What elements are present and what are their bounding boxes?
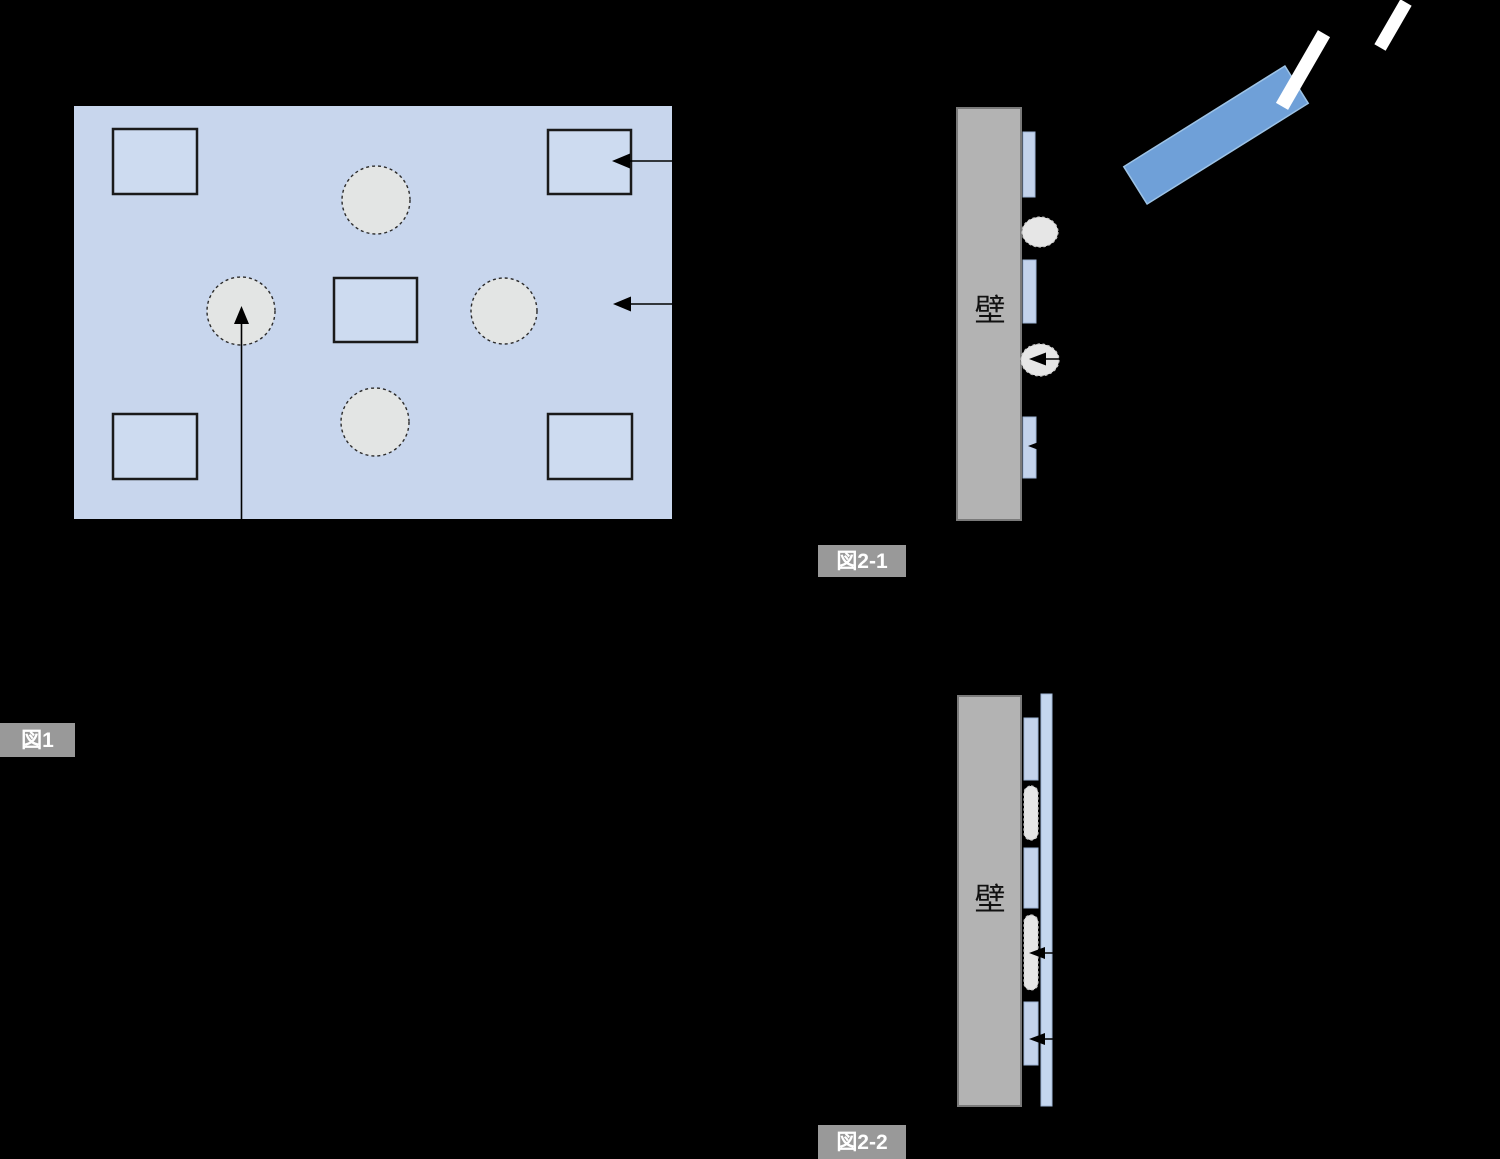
tool-blade-icon [1275,30,1331,110]
figure1-badge: 図1 [0,723,75,757]
adhesive-dab-3 [1023,785,1039,841]
dashed-circle-right [470,277,538,345]
adhesive-strip-6 [1023,1001,1039,1066]
figure2-2-badge: 図2-2 [818,1125,906,1159]
adhesive-strip-1 [1022,131,1036,198]
figure2-1-group: 壁 [956,0,1412,521]
adhesive-dab-1 [1021,216,1059,248]
dashed-circle-bottom [340,387,410,457]
adhesive-strip-5 [1023,847,1039,909]
wall-label-top: 壁 [975,293,1006,328]
figure2-2-arrow-dab [1029,947,1118,959]
square-bottom-right [546,412,634,481]
square-top-left [111,127,199,196]
figure2-2-arrow-strip [1029,1033,1118,1045]
figure2-1-badge: 図2-1 [818,545,906,577]
adhesive-strip-2 [1022,259,1037,324]
figure1-arrow-vertical [234,306,249,519]
figure2-1-arrow-strip [1028,440,1118,452]
figure1-group [74,106,750,519]
wall-top [956,107,1022,521]
tool-bar-icon [1122,64,1310,206]
figure2-2-group: 壁 [957,693,1118,1107]
figure1-arrow-middle-right [613,296,750,312]
figure2-1-arrow-dab [1029,352,1118,366]
wall-bottom [957,695,1022,1107]
square-center [332,276,419,344]
square-bottom-left [111,412,199,481]
figure1-arrow-top-right [612,153,750,169]
dashed-circle-top [341,165,411,235]
tool-blade-small-icon [1374,0,1412,51]
tile-panel [1040,693,1053,1107]
wall-label-bottom: 壁 [975,882,1006,917]
adhesive-strip-4 [1023,717,1039,781]
